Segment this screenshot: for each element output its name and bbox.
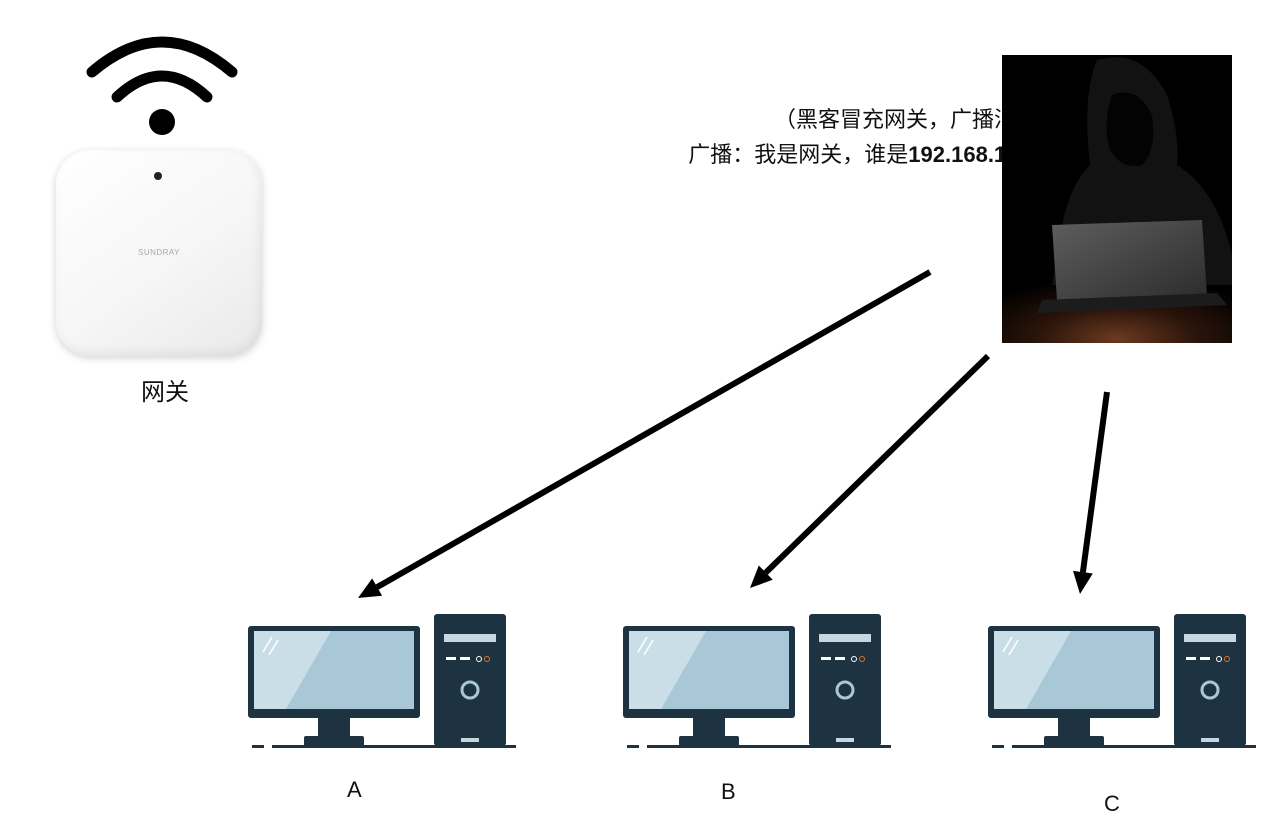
desktop-computer-icon xyxy=(976,612,1256,752)
wifi-signal-icon xyxy=(82,30,242,140)
status-led xyxy=(154,172,162,180)
broadcast-prefix: 广播：我是网关，谁是 xyxy=(688,143,908,168)
computer-b xyxy=(611,612,891,752)
computer-a xyxy=(236,612,516,752)
computer-c xyxy=(976,612,1256,752)
hacker-image xyxy=(1002,55,1232,343)
arrow-head-2 xyxy=(1073,571,1093,594)
arrow-head-0 xyxy=(358,578,382,598)
arrow-shaft-2 xyxy=(1083,392,1107,572)
desktop-computer-icon xyxy=(611,612,891,752)
arrow-head-1 xyxy=(750,565,773,588)
arrow-shaft-1 xyxy=(766,356,988,573)
broadcast-note: （黑客冒充网关，广播消息） xyxy=(560,102,1060,134)
computer-label-b: B xyxy=(721,779,736,805)
arrow-shaft-0 xyxy=(377,272,930,587)
hooded-hacker-icon xyxy=(1002,55,1232,343)
gateway-label: 网关 xyxy=(100,372,230,407)
computer-label-a: A xyxy=(347,777,362,803)
desktop-computer-icon xyxy=(236,612,516,752)
brand-label: SUNDRAY xyxy=(56,248,262,257)
computer-label-c: C xyxy=(1104,791,1120,817)
gateway-access-point: SUNDRAY xyxy=(56,150,262,356)
